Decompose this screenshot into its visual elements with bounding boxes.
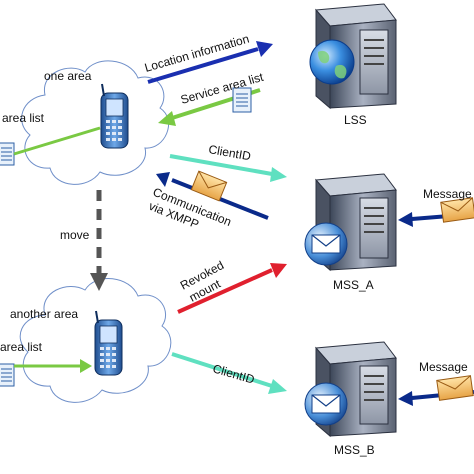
client-id-arrow-top [169, 154, 287, 182]
label-area-list-bottom: area list [0, 340, 43, 354]
location-information-arrow [147, 41, 273, 84]
green-arrow-bottom [14, 359, 92, 373]
envelope-icon-b [304, 382, 348, 426]
label-one-area: one area [44, 69, 92, 83]
open-envelope-icon-b [436, 375, 474, 401]
server-tower-icon-lss [314, 3, 397, 110]
label-message-b: Message [419, 360, 468, 374]
client-id-arrow-bottom [171, 352, 287, 394]
server-label-lss: LSS [344, 113, 367, 127]
globe-icon [309, 39, 355, 85]
label-client-id-top: ClientID [207, 142, 252, 163]
label-area-list-top: area list [2, 111, 45, 125]
label-message-a: Message [423, 187, 472, 201]
mobile-phone-icon-top [100, 83, 129, 149]
envelope-icon-a [304, 222, 348, 266]
label-client-id-bottom: ClientID [211, 361, 256, 386]
label-another-area: another area [10, 307, 78, 321]
server-label-mss-a: MSS_A [333, 278, 374, 292]
green-connector-top [13, 126, 101, 156]
label-move: move [60, 228, 90, 242]
document-list-icon-bottom [0, 363, 15, 387]
revoked-mount-arrow [177, 263, 287, 314]
document-list-icon-top [0, 142, 15, 166]
open-envelope-icon-xmpp [190, 170, 228, 202]
mobile-phone-icon-bottom [94, 310, 123, 376]
server-label-mss-b: MSS_B [334, 443, 375, 457]
move-arrow [90, 190, 108, 291]
document-list-icon-service [232, 87, 252, 113]
open-envelope-icon-a [440, 197, 474, 223]
cloud-one-area [21, 60, 170, 185]
